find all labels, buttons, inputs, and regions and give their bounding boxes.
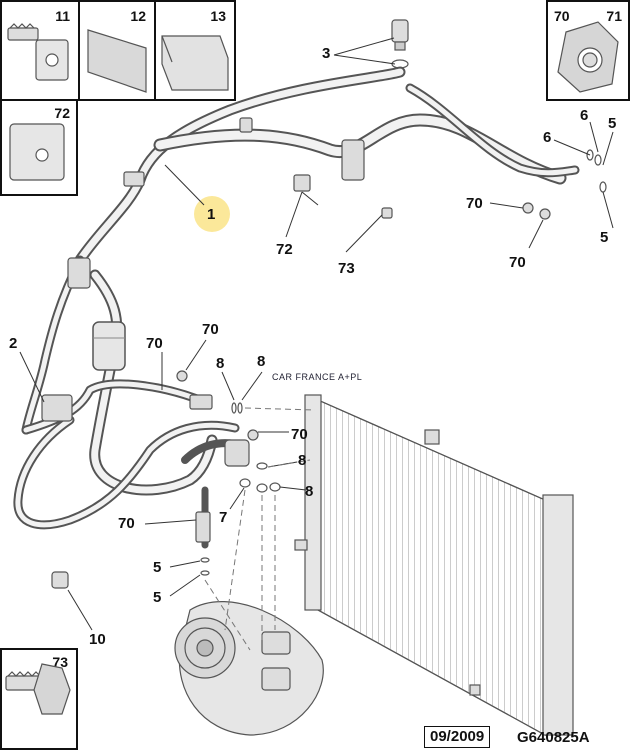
callout-7: 7 — [219, 509, 228, 526]
box-label-13: 13 — [210, 8, 226, 24]
callout-72: 72 — [276, 241, 293, 258]
callout-8-a: 8 — [216, 355, 225, 372]
filter-body — [92, 321, 126, 371]
callout-70-b: 70 — [509, 254, 526, 271]
box-label-73: 73 — [52, 654, 68, 670]
box-label-12: 12 — [130, 8, 146, 24]
callout-5-d: 5 — [153, 589, 162, 606]
watermark-text: CAR FRANCE A+PL — [272, 372, 363, 382]
compressor — [174, 601, 324, 736]
box-label-70: 70 — [554, 8, 570, 24]
footer-reference: G640825A — [517, 729, 590, 746]
callout-6-a: 6 — [543, 129, 552, 146]
inset-box-70-71: 70 71 — [546, 0, 630, 101]
callout-5-a: 5 — [608, 115, 617, 132]
callout-70-d: 70 — [202, 321, 219, 338]
box-label-72: 72 — [54, 105, 70, 121]
callout-2: 2 — [9, 335, 18, 352]
callout-5-c: 5 — [153, 559, 162, 576]
footer-date: 09/2009 — [430, 728, 485, 745]
inset-box-11: 11 — [0, 0, 80, 101]
inset-box-72: 72 — [0, 99, 78, 196]
callout-70-f: 70 — [118, 515, 135, 532]
callout-70-c: 70 — [146, 335, 163, 352]
small-fittings — [51, 149, 607, 589]
inset-box-13: 13 — [154, 0, 236, 101]
box-label-71: 71 — [606, 8, 622, 24]
callout-1-highlight — [194, 196, 230, 232]
callout-3: 3 — [322, 45, 331, 62]
inset-box-12: 12 — [78, 0, 156, 101]
callout-8-c: 8 — [298, 452, 307, 469]
callout-70-e: 70 — [291, 426, 308, 443]
callout-10: 10 — [89, 631, 106, 648]
callout-1: 1 — [207, 206, 216, 223]
dashed-guides — [204, 407, 316, 651]
box-label-11: 11 — [55, 8, 70, 24]
condenser — [294, 394, 574, 737]
footer-date-box: 09/2009 — [424, 726, 491, 748]
callout-73: 73 — [338, 260, 355, 277]
hose-clamps — [41, 117, 365, 543]
callout-6-b: 6 — [580, 107, 589, 124]
callout-5-b: 5 — [600, 229, 609, 246]
hose-assembly — [13, 66, 580, 549]
callout-8-d: 8 — [305, 483, 314, 500]
callout-8-b: 8 — [257, 353, 266, 370]
callout-70-a: 70 — [466, 195, 483, 212]
pressure-switch — [391, 19, 409, 69]
inset-box-73: 73 — [0, 648, 78, 750]
